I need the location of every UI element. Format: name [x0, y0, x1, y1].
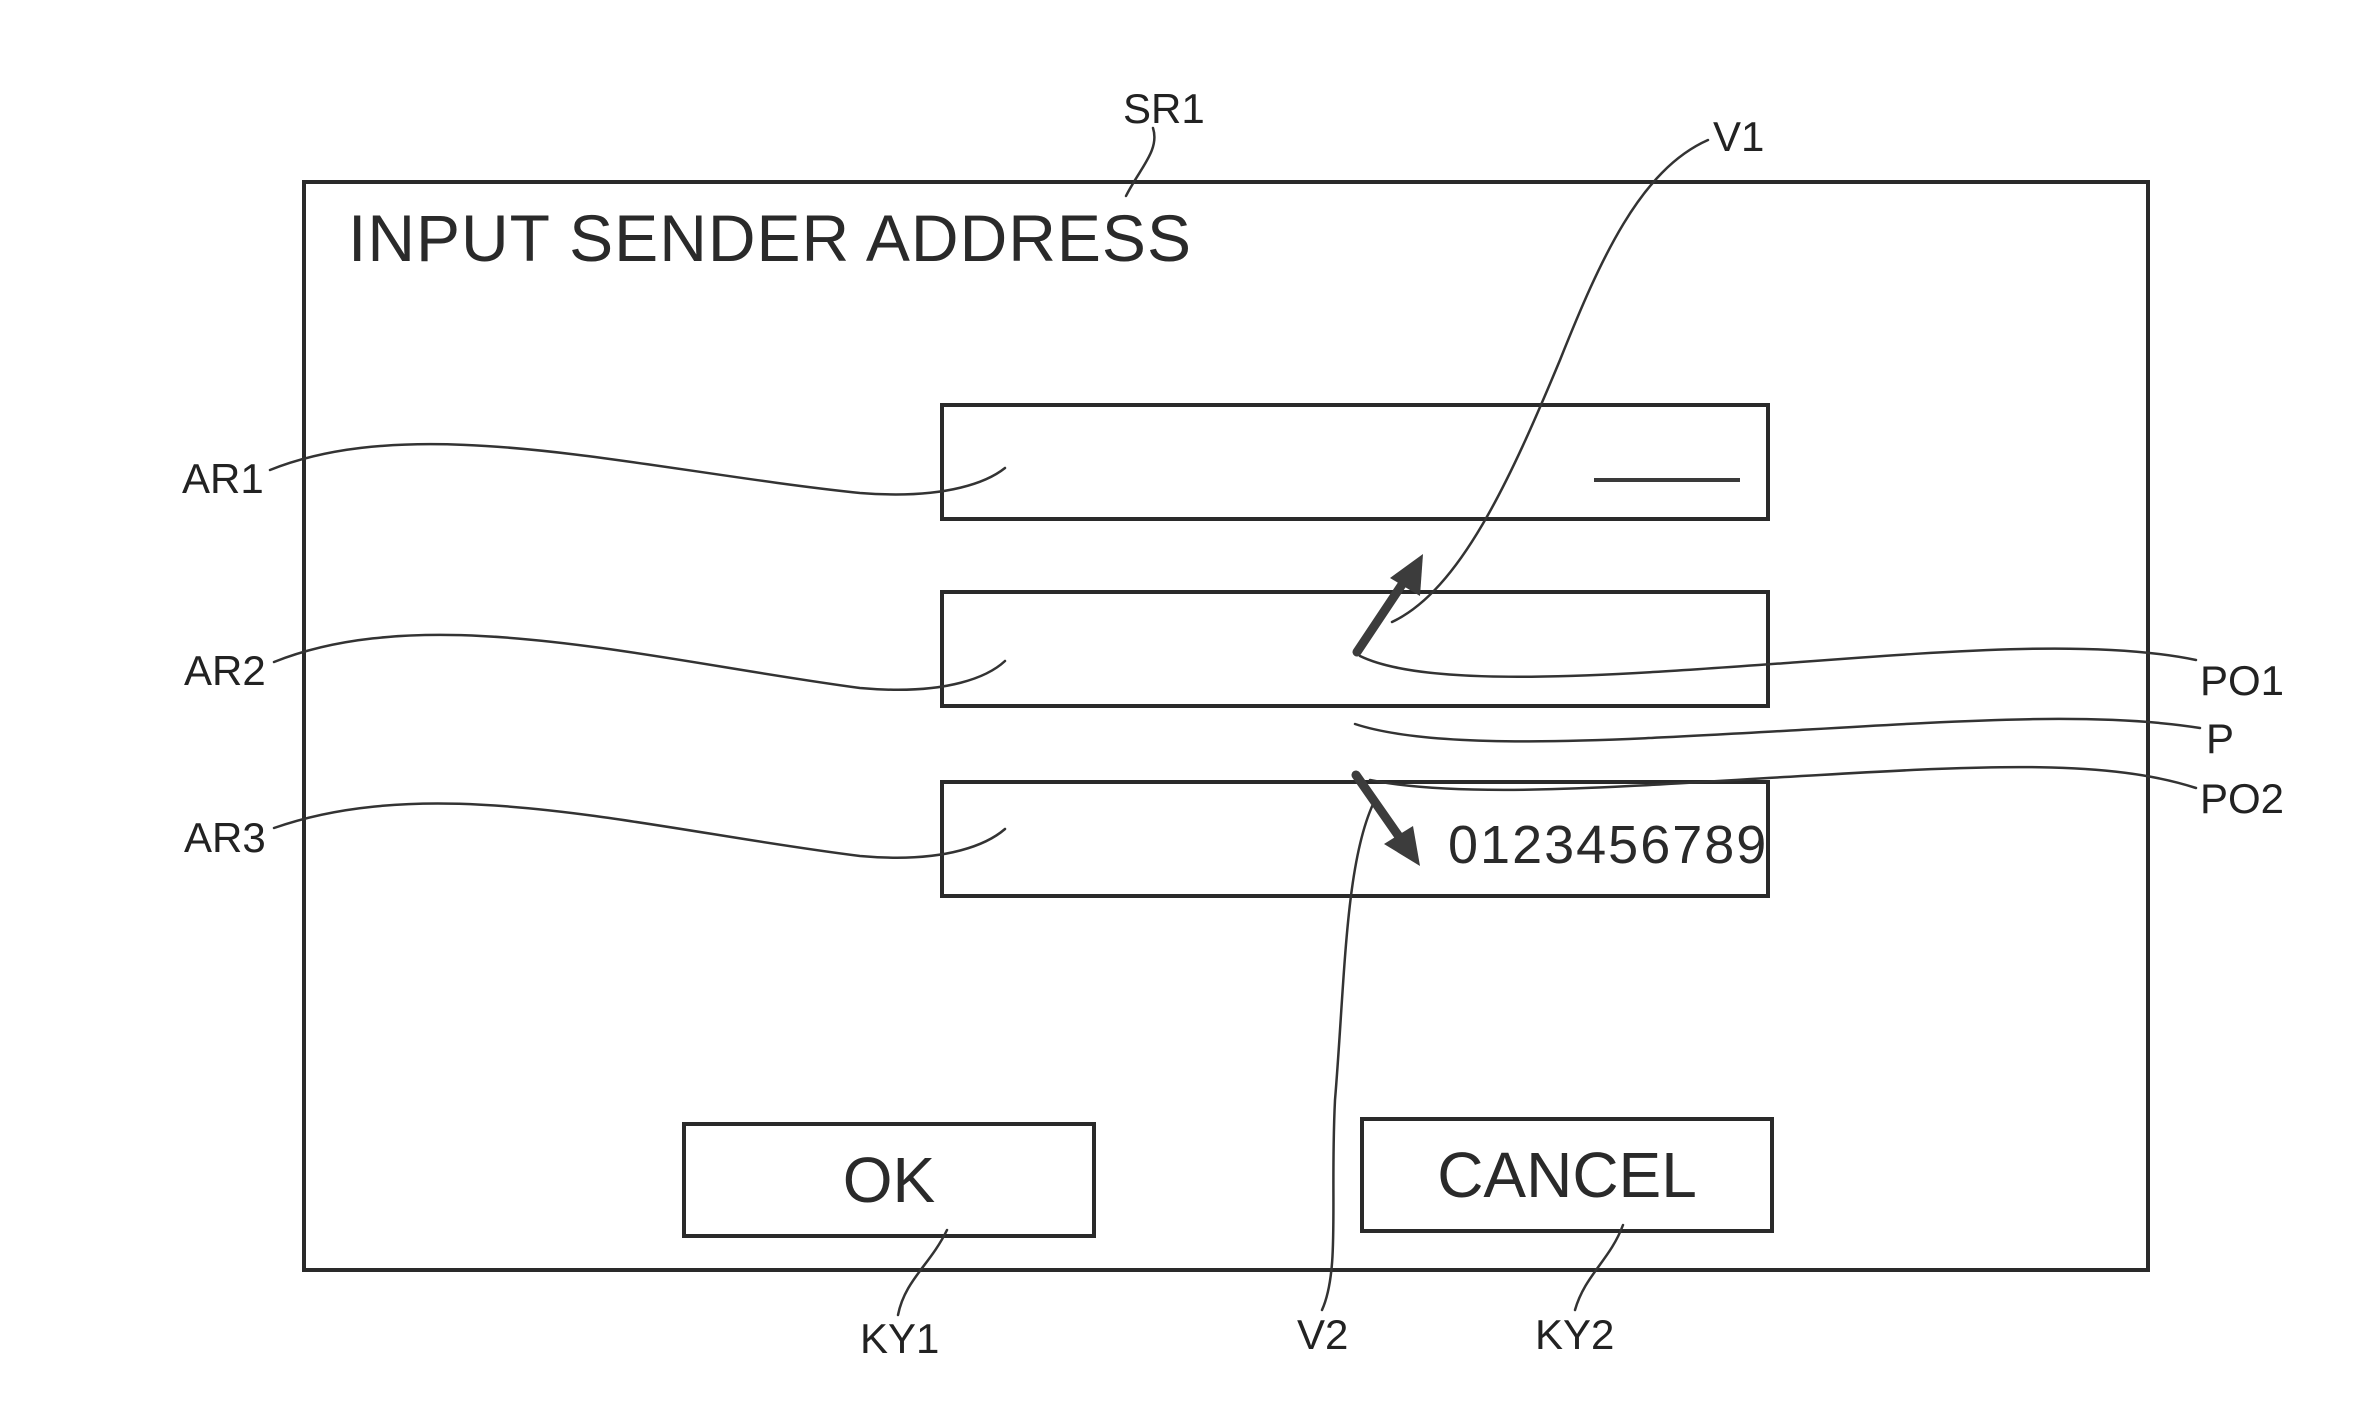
- ref-label-ar2: AR2: [184, 650, 266, 692]
- input-screen: [302, 180, 2150, 1272]
- ref-label-v2: V2: [1297, 1314, 1348, 1356]
- ref-label-po1: PO1: [2200, 660, 2284, 702]
- screen-title: INPUT SENDER ADDRESS: [348, 205, 1192, 271]
- ref-label-v1: V1: [1713, 116, 1764, 158]
- ref-label-sr1: SR1: [1123, 88, 1205, 130]
- address-field-ar1[interactable]: [940, 403, 1770, 521]
- field-value: 0123456789: [1448, 818, 1768, 872]
- ref-label-ky1: KY1: [860, 1318, 939, 1360]
- cancel-button[interactable]: CANCEL: [1360, 1117, 1774, 1233]
- ref-label-ar1: AR1: [182, 458, 264, 500]
- ok-button[interactable]: OK: [682, 1122, 1096, 1238]
- text-cursor: [1594, 478, 1740, 482]
- address-field-ar2[interactable]: [940, 590, 1770, 708]
- ref-label-ky2: KY2: [1535, 1314, 1614, 1356]
- ref-label-p: P: [2206, 718, 2234, 760]
- ref-label-ar3: AR3: [184, 817, 266, 859]
- ref-label-po2: PO2: [2200, 778, 2284, 820]
